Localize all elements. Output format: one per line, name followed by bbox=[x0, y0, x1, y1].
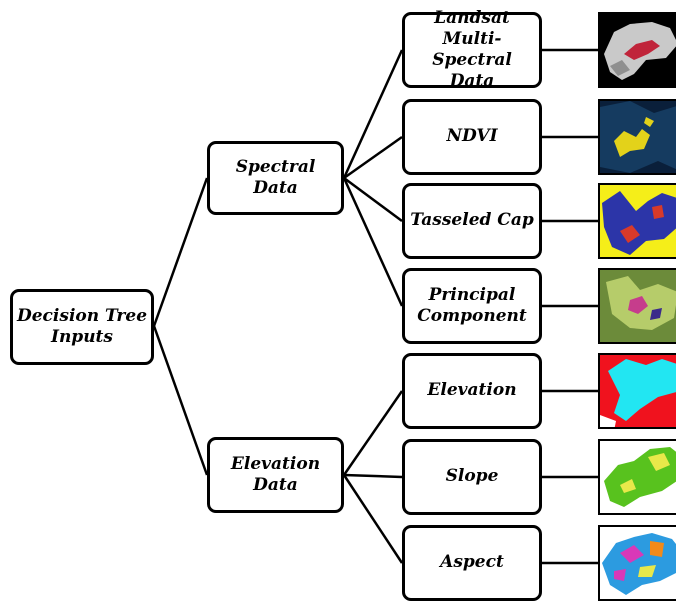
root-node: Decision Tree Inputs bbox=[10, 289, 154, 365]
leaf-node-tasseled-cap: Tasseled Cap bbox=[402, 183, 542, 259]
root-label-line1: Decision Tree bbox=[17, 305, 148, 326]
ndvi-thumbnail bbox=[598, 99, 676, 175]
leaf-label-line1: Elevation bbox=[427, 380, 517, 401]
group-label-line2: Data bbox=[253, 475, 298, 495]
root-label-line2: Inputs bbox=[51, 327, 113, 347]
leaf-node-slope: Slope bbox=[402, 439, 542, 515]
leaf-label-line2: Component bbox=[417, 306, 527, 326]
leaf-label-line1: Aspect bbox=[440, 552, 504, 573]
elevation-thumbnail bbox=[598, 353, 676, 429]
link-spectral-tasseled bbox=[343, 176, 403, 223]
group-node-spectral: Spectral Data bbox=[207, 141, 344, 215]
link-spectral-landsat bbox=[342, 49, 404, 179]
link-root-elevation bbox=[152, 325, 209, 476]
leaf-label-line2: Spectral Data bbox=[432, 50, 512, 92]
link-spectral-ndvi bbox=[343, 135, 403, 180]
link-elevation-slope bbox=[343, 473, 403, 479]
leaf-label-line1: Slope bbox=[445, 466, 499, 487]
leaf-node-aspect: Aspect bbox=[402, 525, 542, 601]
leaf-label-line1: NDVI bbox=[446, 126, 498, 147]
slope-thumbnail bbox=[598, 439, 676, 515]
group-label-line1: Spectral Data bbox=[235, 156, 316, 198]
tasseled-cap-thumbnail bbox=[598, 183, 676, 259]
leaf-label-line1: Tasseled Cap bbox=[410, 210, 534, 231]
link-root-spectral bbox=[152, 177, 209, 327]
aspect-thumbnail bbox=[598, 525, 676, 601]
link-elevation-elevation bbox=[342, 390, 404, 476]
group-node-elevation: Elevation Data bbox=[207, 437, 344, 513]
landsat-thumbnail bbox=[598, 12, 676, 88]
principal-component-thumbnail bbox=[598, 268, 676, 344]
leaf-label-line1: Principal bbox=[428, 284, 516, 305]
leaf-node-landsat: Landsat Multi- Spectral Data bbox=[402, 8, 542, 91]
link-spectral-principal bbox=[342, 177, 404, 307]
leaf-node-ndvi: NDVI bbox=[402, 99, 542, 175]
leaf-label-line1: Landsat Multi- bbox=[434, 7, 510, 49]
leaf-node-principal-component: Principal Component bbox=[402, 268, 542, 344]
link-elevation-aspect bbox=[342, 474, 404, 564]
leaf-node-elevation: Elevation bbox=[402, 353, 542, 429]
group-label-line1: Elevation bbox=[230, 453, 321, 474]
